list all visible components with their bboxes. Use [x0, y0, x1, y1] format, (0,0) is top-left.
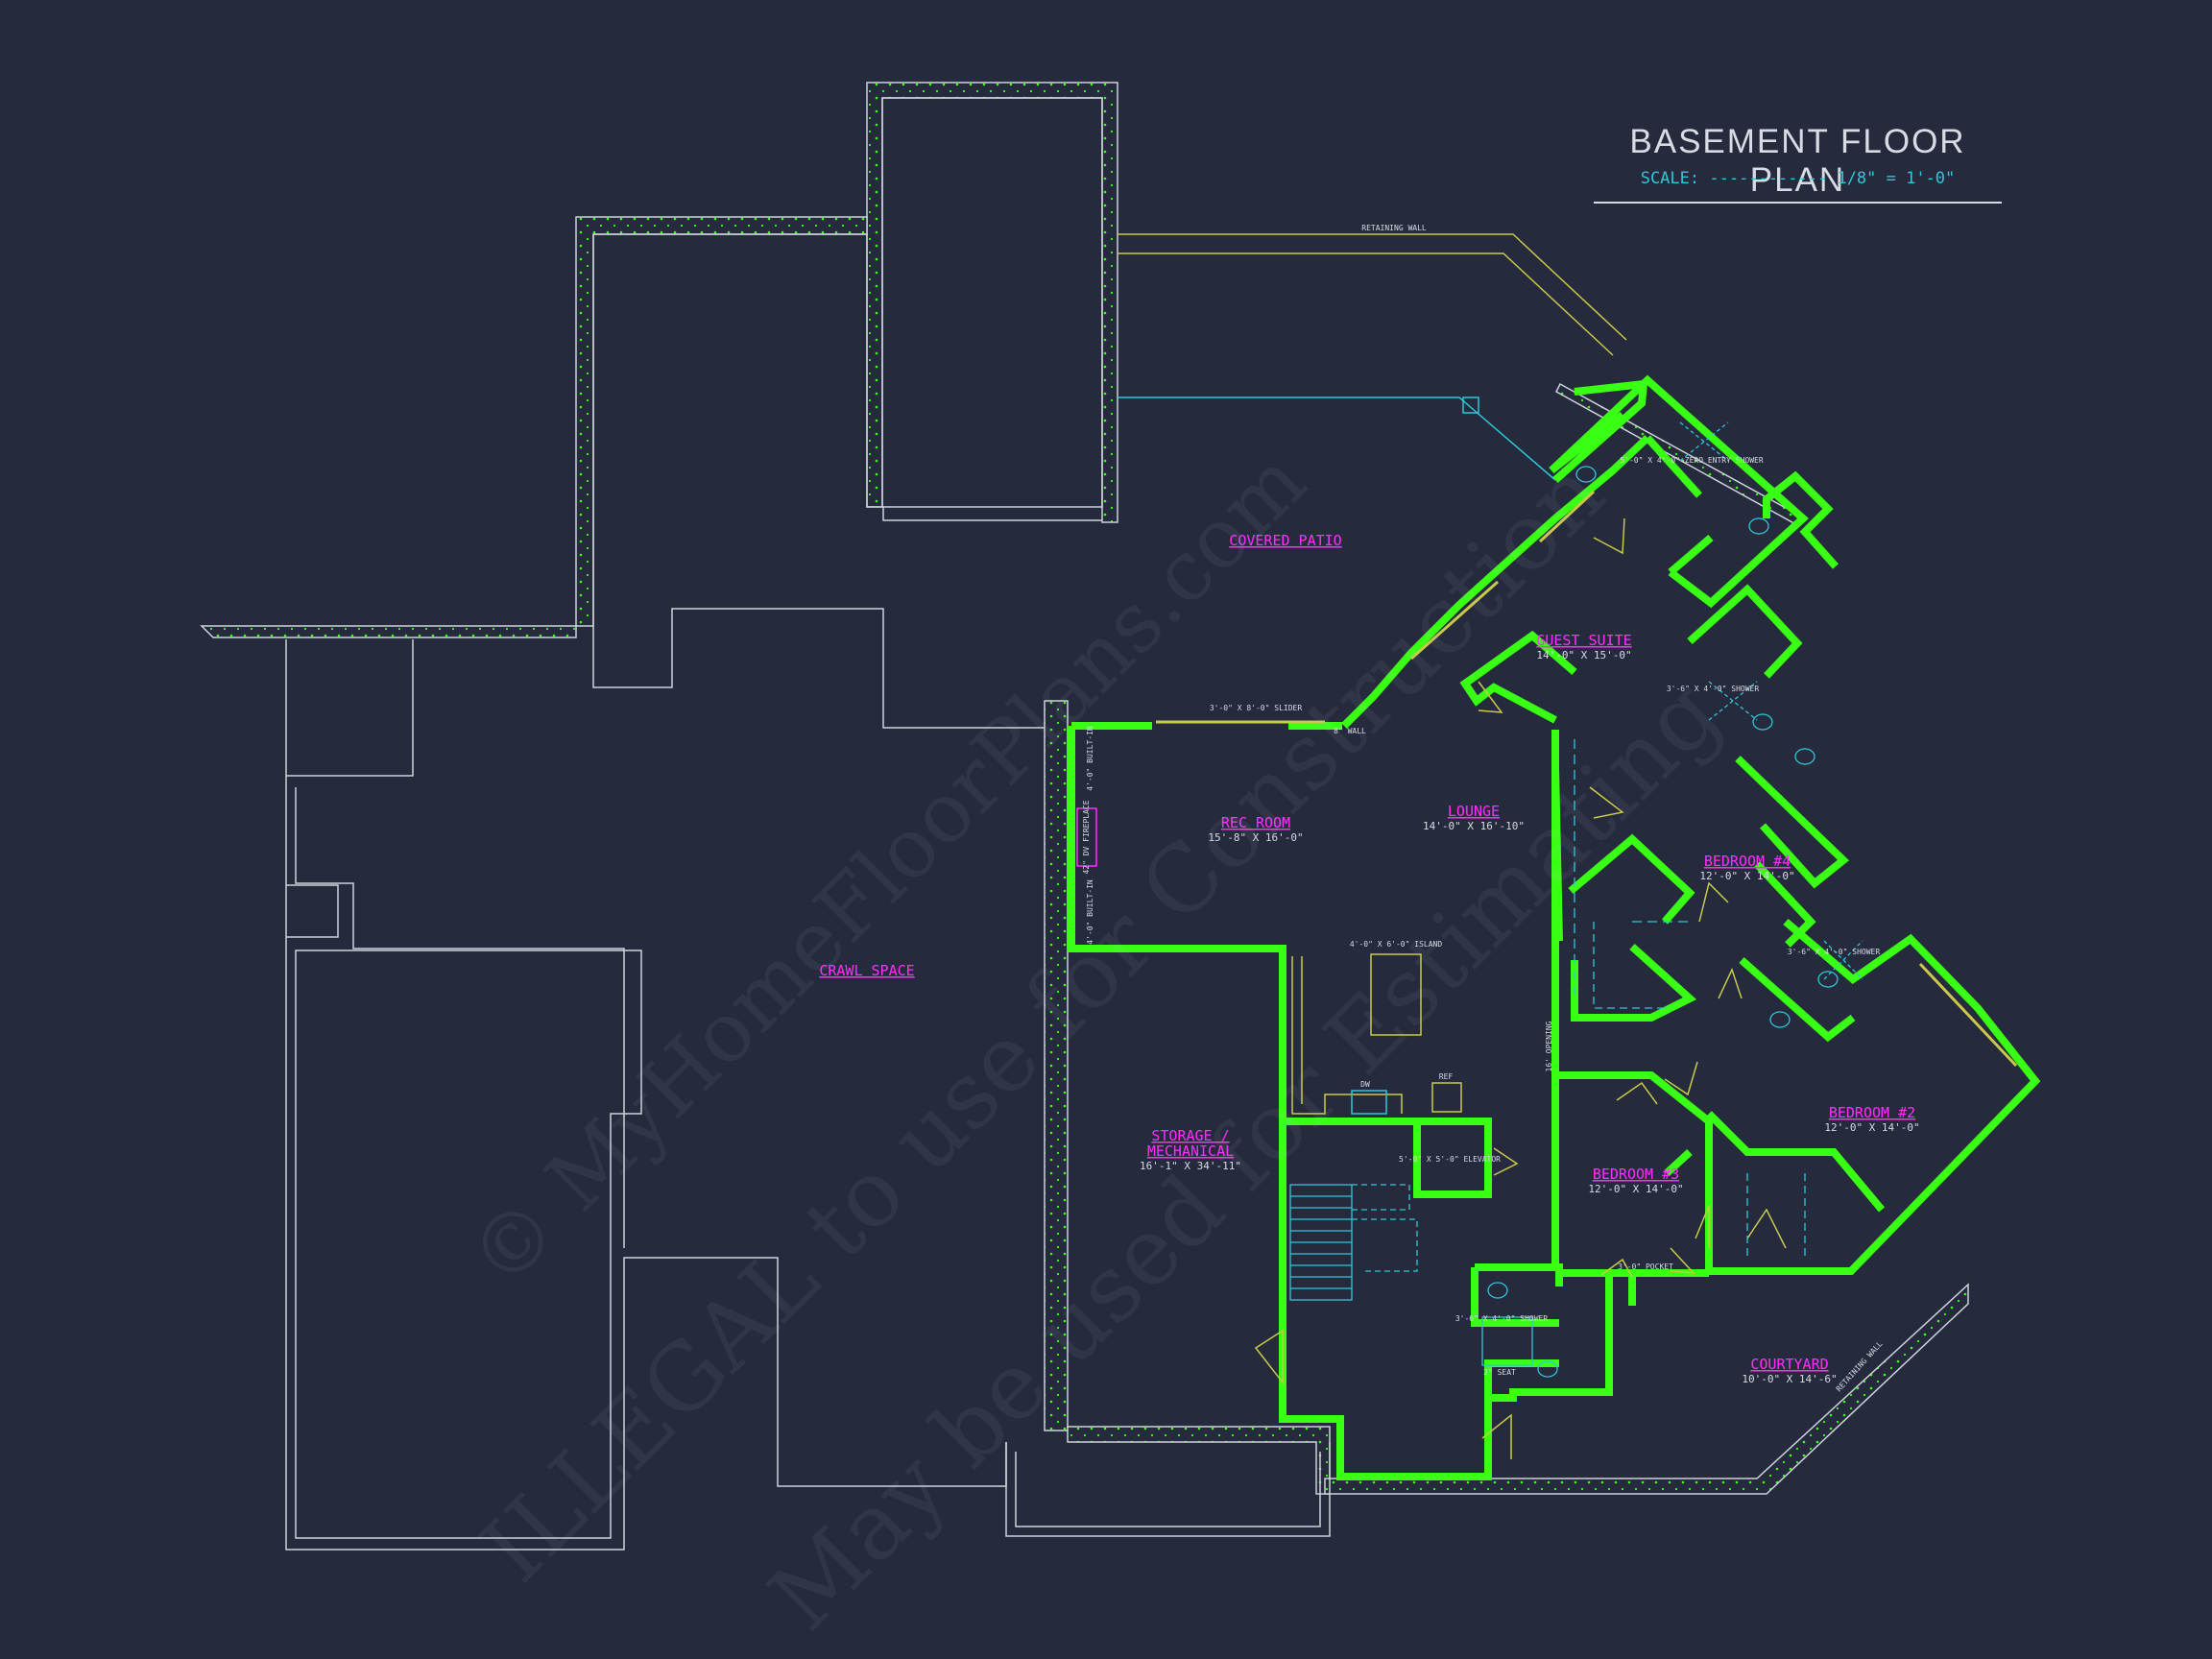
note-pocket: 3'-0" POCKET [1618, 1262, 1673, 1271]
retaining-wall-lines [1118, 233, 1627, 356]
scale-label: SCALE: [1640, 169, 1700, 188]
bath-fixtures [1481, 421, 1863, 1378]
label-rec-room-size: 15'-8" X 16'-0" [1208, 831, 1303, 844]
note-island: 4'-0" X 6'-0" ISLAND [1350, 940, 1443, 949]
fireplace [1076, 807, 1097, 867]
label-bedroom2: BEDROOM #2 [1829, 1104, 1915, 1121]
note-fireplace: 42" DV FIREPLACE [1082, 800, 1091, 874]
label-rec-room: REC ROOM [1221, 814, 1290, 831]
label-guest-suite: GUEST SUITE [1536, 632, 1631, 649]
note-slider: 3'-0" X 8'-0" SLIDER [1210, 704, 1303, 712]
note-elevator: 5'-0" X 5'-0" ELEVATOR [1399, 1155, 1501, 1164]
label-lounge: LOUNGE [1448, 803, 1500, 820]
label-covered-patio: COVERED PATIO [1229, 532, 1341, 549]
label-bedroom4-size: 12'-0" X 14'-0" [1699, 870, 1794, 882]
note-shower-3: 3'-6" X 4'-0" SHOWER [1455, 1314, 1549, 1323]
note-opening: 16' OPENING [1545, 1021, 1553, 1071]
door-swings [1254, 517, 1787, 1459]
label-courtyard-size: 10'-0" X 14'-6" [1742, 1373, 1837, 1385]
plan-title: BASEMENT FLOOR PLAN [1594, 123, 2002, 204]
lounge-fixtures [1291, 953, 1462, 1115]
staircase [1289, 1184, 1418, 1301]
note-shower-zero: 5'-0" X 4'-0" ZERO ENTRY SHOWER [1620, 456, 1763, 465]
scale-dashes: ------------ [1709, 169, 1828, 188]
interior-walls [1068, 374, 2041, 1480]
scale-value: 1/8" = 1'-0" [1837, 169, 1956, 188]
label-storage-2: MECHANICAL [1147, 1142, 1234, 1160]
note-seat: 2" SEAT [1483, 1368, 1516, 1377]
patio-lines [1118, 397, 1556, 481]
note-dw: DW [1360, 1080, 1370, 1089]
note-retaining-wall-top: RETAINING WALL [1361, 224, 1427, 232]
note-builtin-2: 4'-0" BUILT-IN [1086, 879, 1094, 945]
foundation-outlines [285, 97, 1331, 1551]
label-lounge-size: 14'-0" X 16'-10" [1423, 820, 1525, 832]
note-shower-1: 3'-6" X 4'-0" SHOWER [1667, 685, 1760, 693]
note-wall-8: 8" WALL [1334, 727, 1366, 735]
label-courtyard: COURTYARD [1750, 1356, 1828, 1373]
sliders [1156, 490, 2018, 1068]
label-storage-size: 16'-1" X 34'-11" [1140, 1160, 1241, 1172]
note-shower-2: 3'-6" X 4'-0" SHOWER [1788, 948, 1881, 956]
label-bedroom4: BEDROOM #4 [1704, 853, 1791, 870]
note-ref: REF [1439, 1072, 1454, 1081]
label-bedroom3-size: 12'-0" X 14'-0" [1588, 1183, 1683, 1195]
label-bedroom3: BEDROOM #3 [1593, 1166, 1679, 1183]
label-storage-1: STORAGE / [1151, 1127, 1229, 1144]
label-crawl-space: CRAWL SPACE [819, 962, 914, 979]
label-guest-suite-size: 14'-0" X 15'-0" [1536, 649, 1631, 661]
room-labels: CRAWL SPACE COVERED PATIO GUEST SUITE 14… [819, 532, 1919, 1385]
label-bedroom2-size: 12'-0" X 14'-0" [1824, 1121, 1919, 1134]
note-builtin-1: 4'-0" BUILT-IN [1086, 726, 1094, 791]
scale-note: SCALE: ------------ 1/8" = 1'-0" [1594, 169, 2002, 188]
